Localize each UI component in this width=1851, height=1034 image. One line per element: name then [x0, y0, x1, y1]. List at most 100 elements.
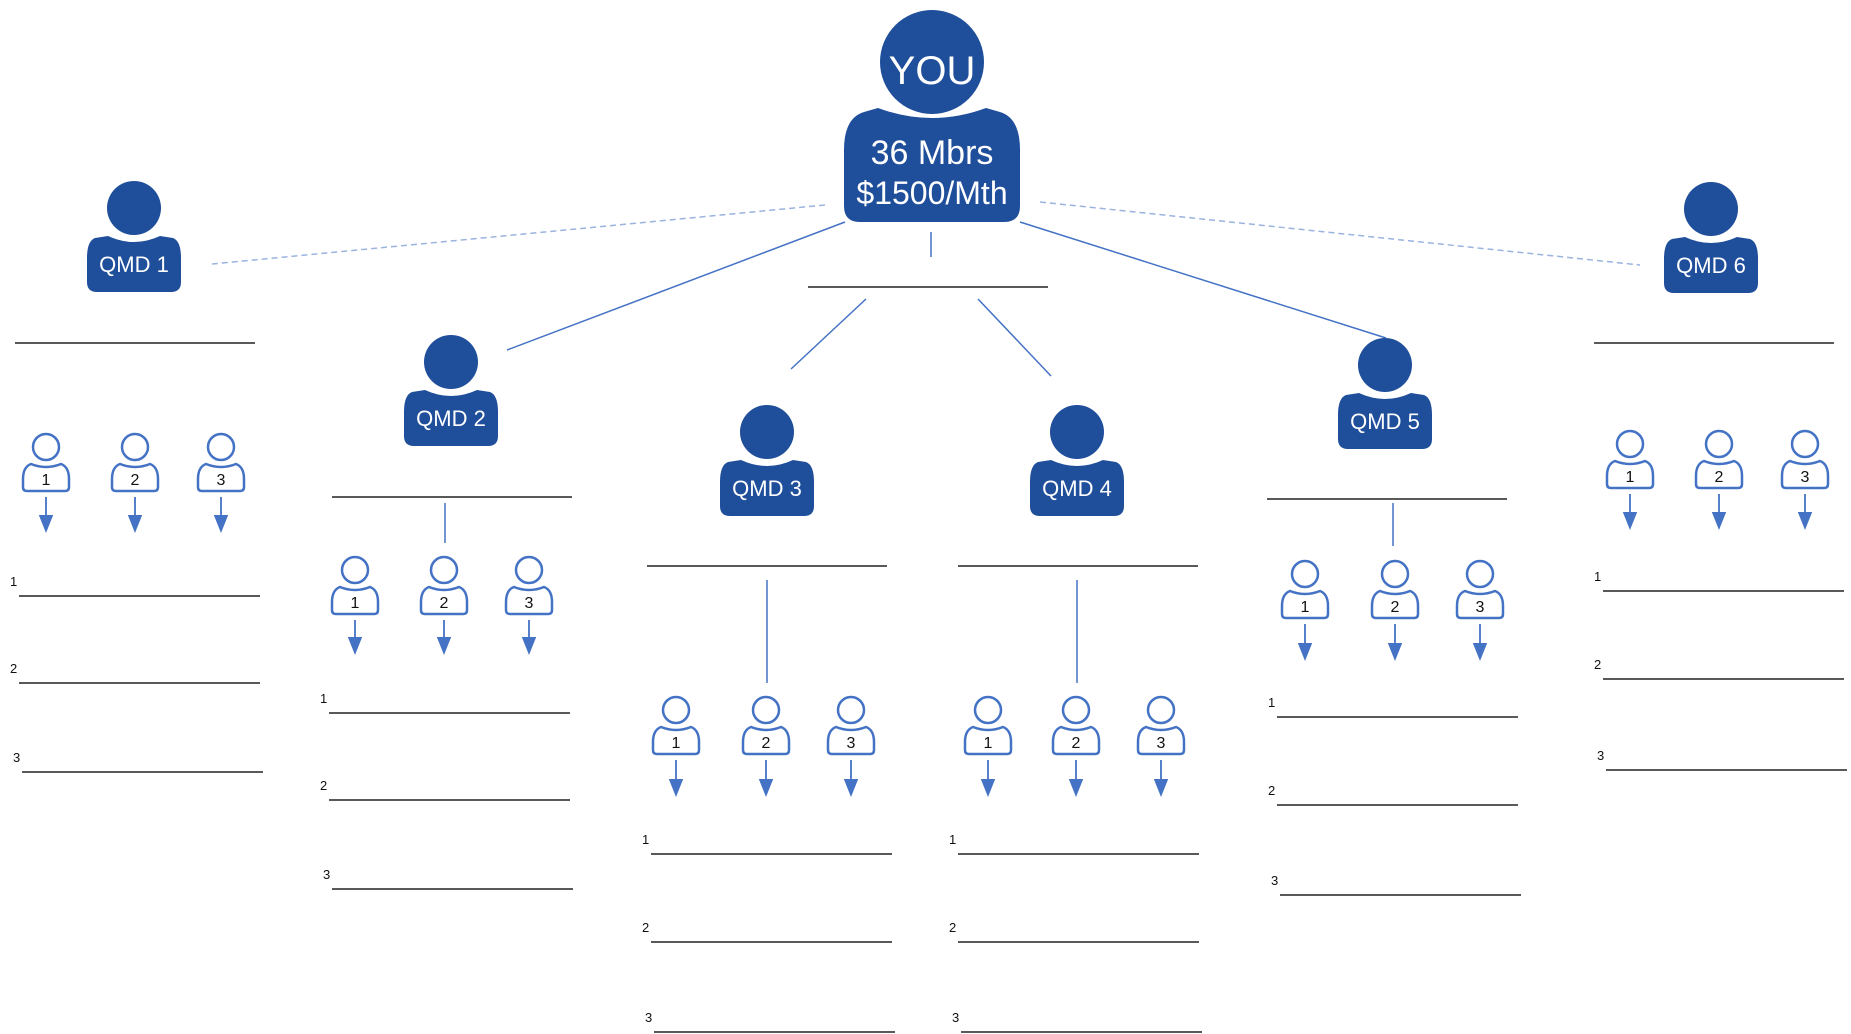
write-in-line-number: 2	[1594, 657, 1601, 672]
sub-member-body	[1136, 725, 1186, 756]
sub-member-number: 1	[42, 472, 51, 489]
sub-member-head	[31, 432, 61, 462]
write-in-line-number: 3	[645, 1010, 652, 1025]
write-in-line-number: 1	[1594, 569, 1601, 584]
write-in-line-2: 2	[10, 661, 260, 684]
connector-dashed-qmd6	[1039, 201, 1641, 266]
sub-member-body	[504, 585, 554, 616]
sub-member-head	[1790, 429, 1820, 459]
sub-member-number: 2	[440, 595, 449, 612]
qmd-person: QMD 5	[1338, 338, 1432, 449]
write-in-line-number: 1	[10, 574, 17, 589]
sub-member-body	[1455, 589, 1505, 620]
sub-member-3: 3	[504, 555, 554, 655]
qmd-label: QMD 3	[732, 476, 802, 501]
sub-member-body	[110, 462, 160, 493]
sub-member-3: 3	[1455, 559, 1505, 661]
connector-qmd3	[790, 298, 867, 370]
sub-member-body	[1370, 589, 1420, 620]
sub-member-1: 1	[1280, 559, 1330, 661]
sub-member-3: 3	[826, 695, 876, 797]
sub-member-head	[1704, 429, 1734, 459]
sub-member-1: 1	[1605, 429, 1655, 530]
qmd-label: QMD 4	[1042, 476, 1112, 501]
write-in-line-2: 2	[1268, 783, 1518, 806]
root-members: 36 Mbrs	[871, 134, 994, 172]
write-in-line-number: 2	[1268, 783, 1275, 798]
sub-member-head	[661, 695, 691, 725]
sub-member-head	[1061, 695, 1091, 725]
qmd-person: QMD 4	[1030, 405, 1124, 516]
qmd-person-body	[87, 236, 181, 292]
sub-member-head	[1290, 559, 1320, 589]
qmd-person-body	[404, 390, 498, 446]
root-connectors	[211, 201, 1641, 377]
sub-member-number: 3	[217, 472, 226, 489]
sub-member-body	[1605, 459, 1655, 490]
write-in-line-number: 3	[323, 867, 330, 882]
write-in-line-number: 3	[1271, 873, 1278, 888]
sub-member-body	[1780, 459, 1830, 490]
sub-member-3: 3	[1136, 695, 1186, 797]
qmd-person: QMD 1	[87, 181, 181, 292]
root-person: YOU 36 Mbrs $1500/Mth	[844, 10, 1020, 222]
write-in-line-3: 3	[952, 1010, 1202, 1033]
qmd-person-body	[1030, 460, 1124, 516]
qmd-label: QMD 6	[1676, 253, 1746, 278]
sub-member-head	[1146, 695, 1176, 725]
sub-member-body	[21, 462, 71, 493]
qmd-person: QMD 2	[404, 335, 498, 446]
root-person-body	[844, 108, 1020, 222]
sub-member-number: 2	[1072, 735, 1081, 752]
write-in-line-number: 2	[10, 661, 17, 676]
qmd-person-head	[1358, 338, 1412, 392]
sub-member-body	[196, 462, 246, 493]
qmd-person-body	[1338, 393, 1432, 449]
write-in-line-number: 2	[642, 920, 649, 935]
write-in-line-number: 3	[13, 750, 20, 765]
sub-member-3: 3	[196, 432, 246, 533]
sub-member-1: 1	[651, 695, 701, 797]
qmd-person-head	[424, 335, 478, 389]
sub-member-1: 1	[963, 695, 1013, 797]
write-in-line-3: 3	[323, 867, 573, 890]
sub-member-number: 2	[1391, 599, 1400, 616]
sub-member-2: 2	[110, 432, 160, 533]
write-in-line-number: 1	[949, 832, 956, 847]
write-in-line-2: 2	[320, 778, 570, 801]
qmd-person-head	[107, 181, 161, 235]
sub-member-number: 3	[1157, 735, 1166, 752]
qmd-label: QMD 5	[1350, 409, 1420, 434]
connector-qmd2	[506, 221, 846, 351]
sub-member-number: 2	[1715, 469, 1724, 486]
write-in-line-1: 1	[1268, 695, 1518, 718]
sub-member-2: 2	[1694, 429, 1744, 530]
sub-member-head	[120, 432, 150, 462]
qmd-label: QMD 2	[416, 406, 486, 431]
sub-member-1: 1	[21, 432, 71, 533]
sub-member-body	[419, 585, 469, 616]
sub-member-2: 2	[741, 695, 791, 797]
sub-member-number: 1	[1626, 469, 1635, 486]
sub-member-number: 1	[984, 735, 993, 752]
sub-member-head	[836, 695, 866, 725]
sub-member-body	[826, 725, 876, 756]
write-in-line-1: 1	[642, 832, 892, 855]
write-in-line-number: 1	[320, 691, 327, 706]
sub-member-body	[1280, 589, 1330, 620]
sub-member-head	[429, 555, 459, 585]
sub-member-head	[206, 432, 236, 462]
sub-member-number: 3	[1801, 469, 1810, 486]
sub-member-body	[963, 725, 1013, 756]
sub-member-number: 3	[525, 595, 534, 612]
sub-member-number: 1	[351, 595, 360, 612]
qmd-person-head	[1050, 405, 1104, 459]
sub-member-head	[1465, 559, 1495, 589]
sub-member-head	[973, 695, 1003, 725]
sub-member-body	[651, 725, 701, 756]
write-in-line-3: 3	[1271, 873, 1521, 896]
sub-member-number: 1	[1301, 599, 1310, 616]
